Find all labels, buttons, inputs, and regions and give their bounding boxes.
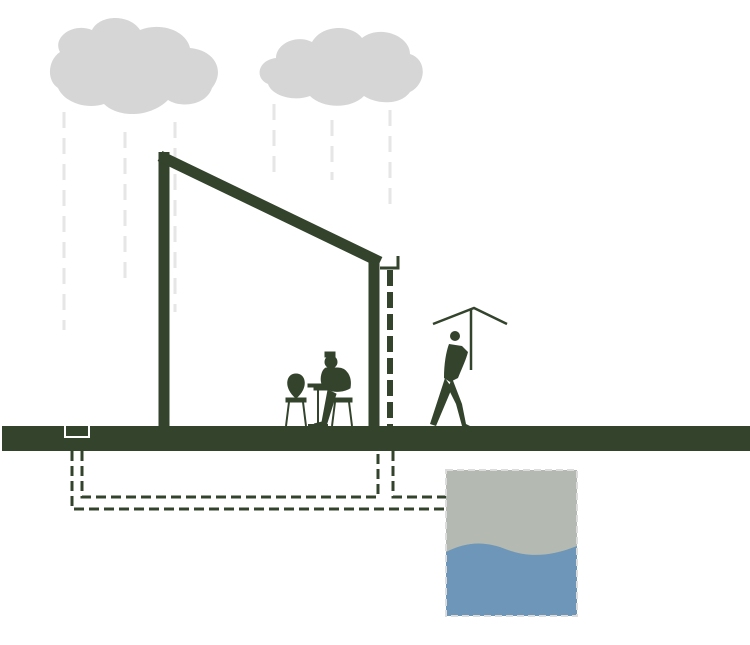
- underground-pipes: [70, 451, 446, 511]
- tank-water: [446, 543, 577, 616]
- rain-streaks: [62, 104, 392, 330]
- umbrella-canopy: [432, 306, 508, 326]
- cloud-right-icon: [259, 27, 423, 106]
- chair-icon: [285, 373, 307, 427]
- interior-furniture: [285, 351, 353, 427]
- pipe-inner: [80, 451, 380, 499]
- ground-slab: [2, 426, 750, 451]
- pipe-downspout: [391, 451, 446, 499]
- roof-gutter: [380, 256, 400, 270]
- walking-person-with-umbrella-icon: [430, 306, 508, 428]
- building-roof: [157, 151, 383, 267]
- building-shell: [157, 151, 383, 428]
- tank-outline: [445, 469, 578, 617]
- floor-drain: [64, 424, 90, 438]
- pipe-outer: [70, 451, 446, 511]
- cloud-left-icon: [49, 18, 218, 115]
- seated-person-icon: [313, 351, 351, 427]
- storage-tank: [445, 469, 578, 617]
- chair-icon: [331, 397, 353, 427]
